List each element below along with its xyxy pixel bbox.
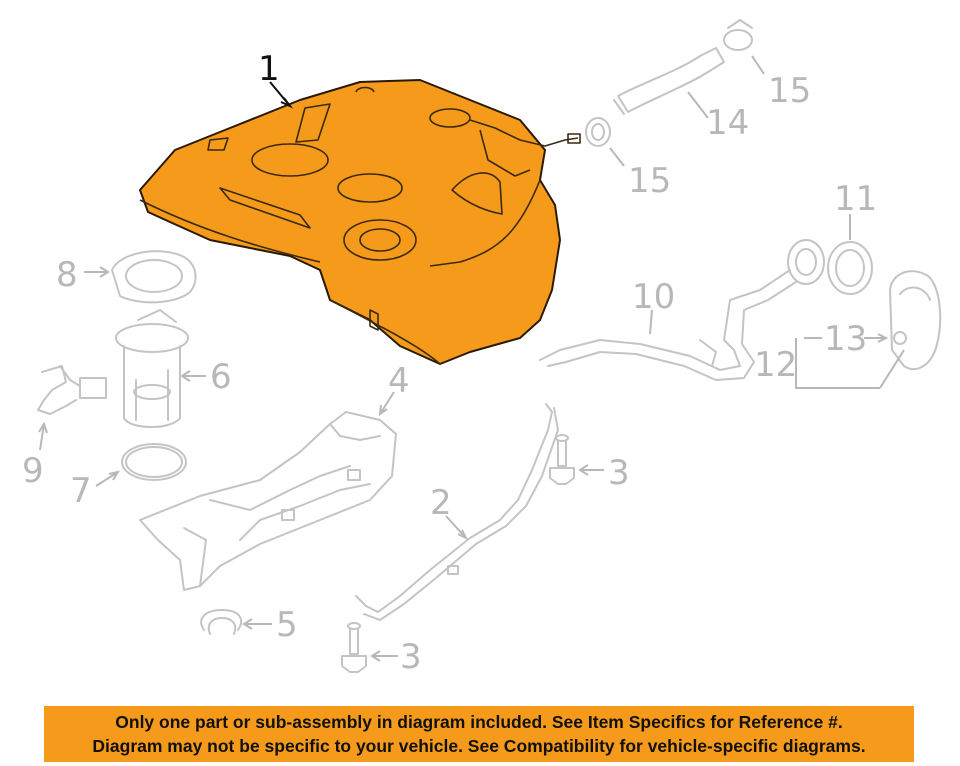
- callout-2-leader: [445, 515, 469, 541]
- notice-banner: Only one part or sub-assembly in diagram…: [44, 706, 914, 762]
- heat-shield-part[interactable]: [139, 411, 397, 591]
- callout-15-lower: 15: [628, 161, 671, 201]
- callout-8-leader: [84, 266, 110, 278]
- fuel-door-part[interactable]: [889, 270, 942, 371]
- callout-8: 8: [56, 255, 78, 295]
- notice-line-2: Diagram may not be specific to your vehi…: [92, 736, 866, 756]
- callout-4: 4: [388, 361, 410, 401]
- tank-strap-part[interactable]: [355, 403, 559, 621]
- callout-5: 5: [276, 605, 298, 645]
- clip-part[interactable]: [200, 609, 243, 635]
- callout-2: 2: [430, 483, 452, 523]
- callout-14: 14: [706, 103, 749, 143]
- filler-hose-part[interactable]: [613, 47, 725, 115]
- callout-10-leader: [649, 309, 653, 335]
- callout-13: 13: [824, 319, 867, 359]
- callout-15-upper: 15: [768, 71, 811, 111]
- callout-9-leader: [38, 421, 48, 451]
- callout-3b-leader: [370, 650, 398, 662]
- callout-3-lower: 3: [400, 637, 422, 677]
- parts-diagram: 1 14 15 15 11 10: [22, 19, 942, 677]
- callout-7: 7: [70, 471, 92, 511]
- callout-5-leader: [242, 618, 272, 630]
- callout-12-13-bracket: [795, 333, 905, 389]
- lock-ring-part[interactable]: [111, 250, 197, 304]
- callout-6-leader: [180, 370, 206, 382]
- bolt-upper-part[interactable]: [549, 434, 575, 485]
- callout-10: 10: [632, 277, 675, 317]
- bolt-lower-part[interactable]: [341, 622, 367, 673]
- callout-3a-leader: [578, 464, 604, 476]
- callout-12: 12: [754, 345, 797, 385]
- callout-15b-leader: [609, 147, 625, 167]
- callout-1: 1: [258, 49, 280, 89]
- notice-line-1: Only one part or sub-assembly in diagram…: [115, 712, 843, 732]
- clamp-lower-part[interactable]: [585, 117, 611, 147]
- fuel-tank-part[interactable]: [139, 79, 581, 365]
- clamp-upper-part[interactable]: [723, 19, 753, 51]
- fuel-pump-part[interactable]: [115, 309, 189, 428]
- callout-15a-leader: [751, 55, 765, 75]
- callout-4-leader: [378, 391, 395, 417]
- callout-14-leader: [687, 91, 709, 119]
- gasket-part[interactable]: [121, 443, 187, 481]
- callout-6: 6: [210, 357, 232, 397]
- callout-7-leader: [95, 470, 121, 487]
- filler-pipe-part[interactable]: [539, 239, 825, 381]
- seal-ring-part[interactable]: [827, 241, 873, 295]
- callout-9: 9: [22, 451, 44, 491]
- callout-3-upper: 3: [608, 453, 630, 493]
- callout-11: 11: [834, 179, 877, 219]
- harness-part[interactable]: [37, 365, 107, 415]
- callout-1-leader: [269, 81, 294, 109]
